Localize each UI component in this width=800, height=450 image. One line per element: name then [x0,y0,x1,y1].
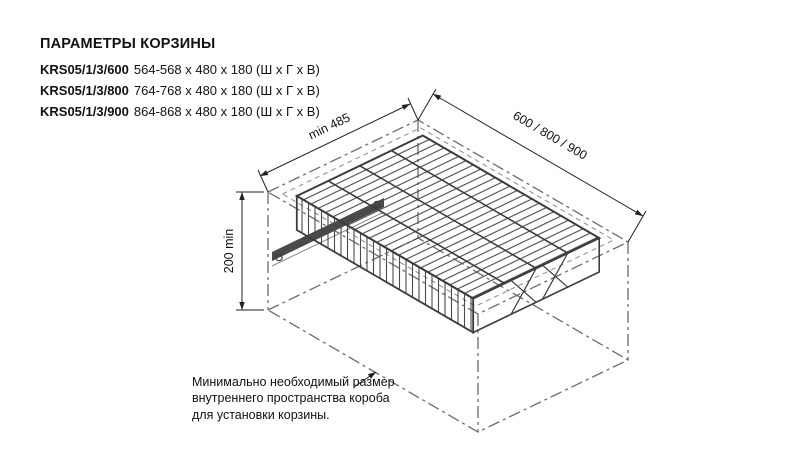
dim-depth-line [259,103,411,177]
dim-width-line [432,93,644,217]
basket-cross-braces [510,252,569,315]
dim-height: 200 min [222,191,264,311]
product-dims: 564-568 x 480 x 180 (Ш х Г х В) [133,62,320,77]
product-model: KRS05/1/3/600 [40,62,129,77]
basket-side-wall [472,236,601,334]
page-title: ПАРАМЕТРЫ КОРЗИНЫ [40,36,216,52]
dim-height-label: 200 min [222,229,236,274]
note-leader-line [353,371,377,388]
dim-width-label: 600 / 800 / 900 [510,109,589,163]
product-row: KRS05/1/3/800 764-768 x 480 x 180 (Ш х Г … [40,80,320,101]
product-model: KRS05/1/3/900 [40,104,129,119]
dim-height-extension-lines [236,191,264,311]
note-text: Минимально необходимый размер внутреннег… [192,375,395,422]
slide-rail-roller-front [275,253,283,262]
product-model: KRS05/1/3/800 [40,83,129,98]
dim-depth-extension-lines [257,97,419,193]
product-row: KRS05/1/3/600 564-568 x 480 x 180 (Ш х Г … [40,59,320,80]
dim-depth-label: min 485 [306,110,352,142]
product-dims: 764-768 x 480 x 180 (Ш х Г х В) [133,83,320,98]
header: ПАРАМЕТРЫ КОРЗИНЫ KRS05/1/3/600 564-568 x… [40,36,320,122]
